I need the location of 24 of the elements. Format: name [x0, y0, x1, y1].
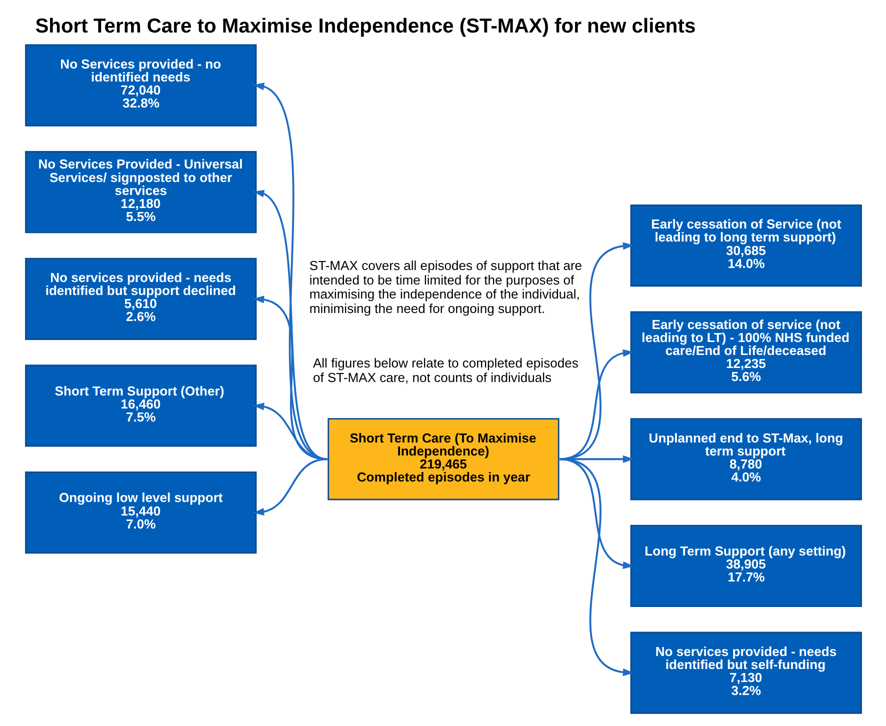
arrow	[252, 82, 328, 460]
node-box: No Services provided - no identified needs 72,040 32.8%	[24, 44, 256, 126]
arrow	[252, 190, 328, 460]
node-box: Short Term Care (To Maximise Independence) 219,465 Completed episodes in year	[327, 418, 559, 500]
arrow	[559, 349, 634, 460]
node-box: No services provided - needs identified but support declined 5,610 2.6%	[24, 258, 256, 340]
node-box: Long Term Support (any setting) 38,905 17.7%	[630, 524, 862, 607]
node-box: No Services Provided - Universal Services/ signposted to other services 12,180 5.5%	[24, 151, 256, 234]
arrow	[252, 296, 327, 460]
arrow	[252, 458, 327, 516]
arrow	[559, 458, 634, 676]
label: All figures below relate to completed episodes of ST-MAX care, not counts of individuals	[312, 356, 578, 385]
node-box: Early cessation of service (not leading to LT) - 100% NHS funded care/End of Life/deceased 12,235 5.6%	[630, 311, 862, 394]
arrow	[559, 242, 634, 460]
arrow	[252, 402, 327, 460]
arrow	[559, 455, 634, 463]
node-box: Early cessation of Service (not leading to long term support) 30,685 14.0%	[630, 204, 862, 287]
node-box: Ongoing low level support 15,440 7.0%	[24, 471, 256, 554]
node-box: No services provided - needs identified but self-funding 7,130 3.2%	[630, 632, 862, 714]
node-box: Unplanned end to ST-Max, long term support 8,780 4.0%	[630, 418, 862, 500]
node-box: Short Term Support (Other) 16,460 7.5%	[24, 364, 256, 447]
diagram-title: Short Term Care to Maximise Independence (ST-MAX) for new clients	[34, 16, 696, 38]
arrow	[559, 458, 634, 570]
label: ST-MAX covers all episodes of support that are intended to be time limited for the purposes of maximising the independence of the individual, minimising the need for ongoing support.	[308, 258, 582, 316]
